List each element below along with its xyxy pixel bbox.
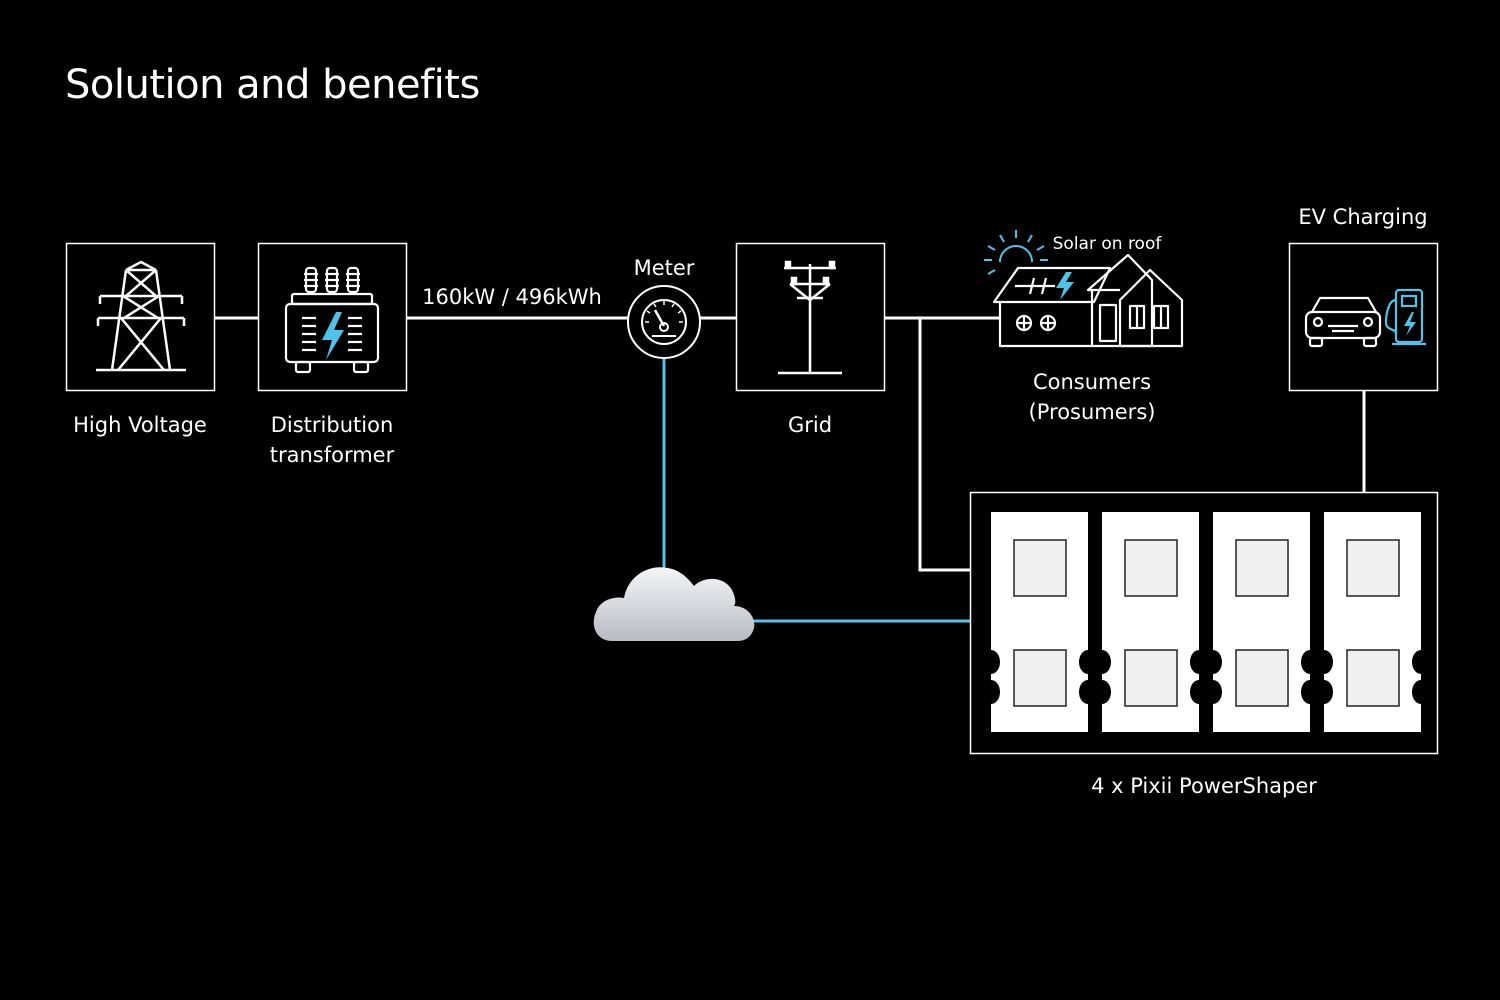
ev-bolt-icon — [1404, 312, 1416, 336]
data-lines — [662, 358, 970, 623]
house-solar-icon — [992, 253, 1184, 348]
grid-label: Grid — [787, 413, 833, 437]
powershaper-unit — [1204, 512, 1319, 732]
high-voltage-label: High Voltage — [73, 413, 207, 437]
powershaper-unit — [1093, 512, 1208, 732]
transformer-label: Distribution transformer — [269, 413, 395, 467]
sun-icon — [984, 230, 1048, 275]
transformer-icon — [284, 266, 380, 374]
powershaper-unit — [1315, 512, 1430, 732]
consumers-label: Consumers (Prosumers) — [1028, 370, 1156, 424]
cloud-icon — [593, 567, 755, 641]
ev-car-icon — [1304, 296, 1382, 348]
solar-on-roof-label: Solar on roof — [1052, 234, 1162, 254]
solar-bolt-icon — [1056, 272, 1074, 300]
powershaper-label: 4 x Pixii PowerShaper — [1091, 774, 1317, 798]
charging-station-icon — [1384, 288, 1426, 346]
transformer-box — [257, 242, 408, 392]
utility-pole-icon — [778, 260, 842, 375]
lightning-bolt-icon — [322, 312, 344, 360]
powershaper-units — [982, 512, 1430, 732]
powershaper-unit — [982, 512, 1097, 732]
capacity-label: 160kW / 496kWh — [422, 285, 602, 309]
line-grid-powershaper — [918, 318, 970, 572]
ev-box — [1288, 242, 1439, 392]
page-title: Solution and benefits — [65, 62, 480, 108]
ev-charging-label: EV Charging — [1298, 205, 1428, 229]
power-lines — [215, 316, 1366, 572]
meter-label: Meter — [633, 256, 695, 280]
meter-gauge-icon — [627, 285, 701, 359]
transmission-tower-icon — [96, 260, 186, 372]
